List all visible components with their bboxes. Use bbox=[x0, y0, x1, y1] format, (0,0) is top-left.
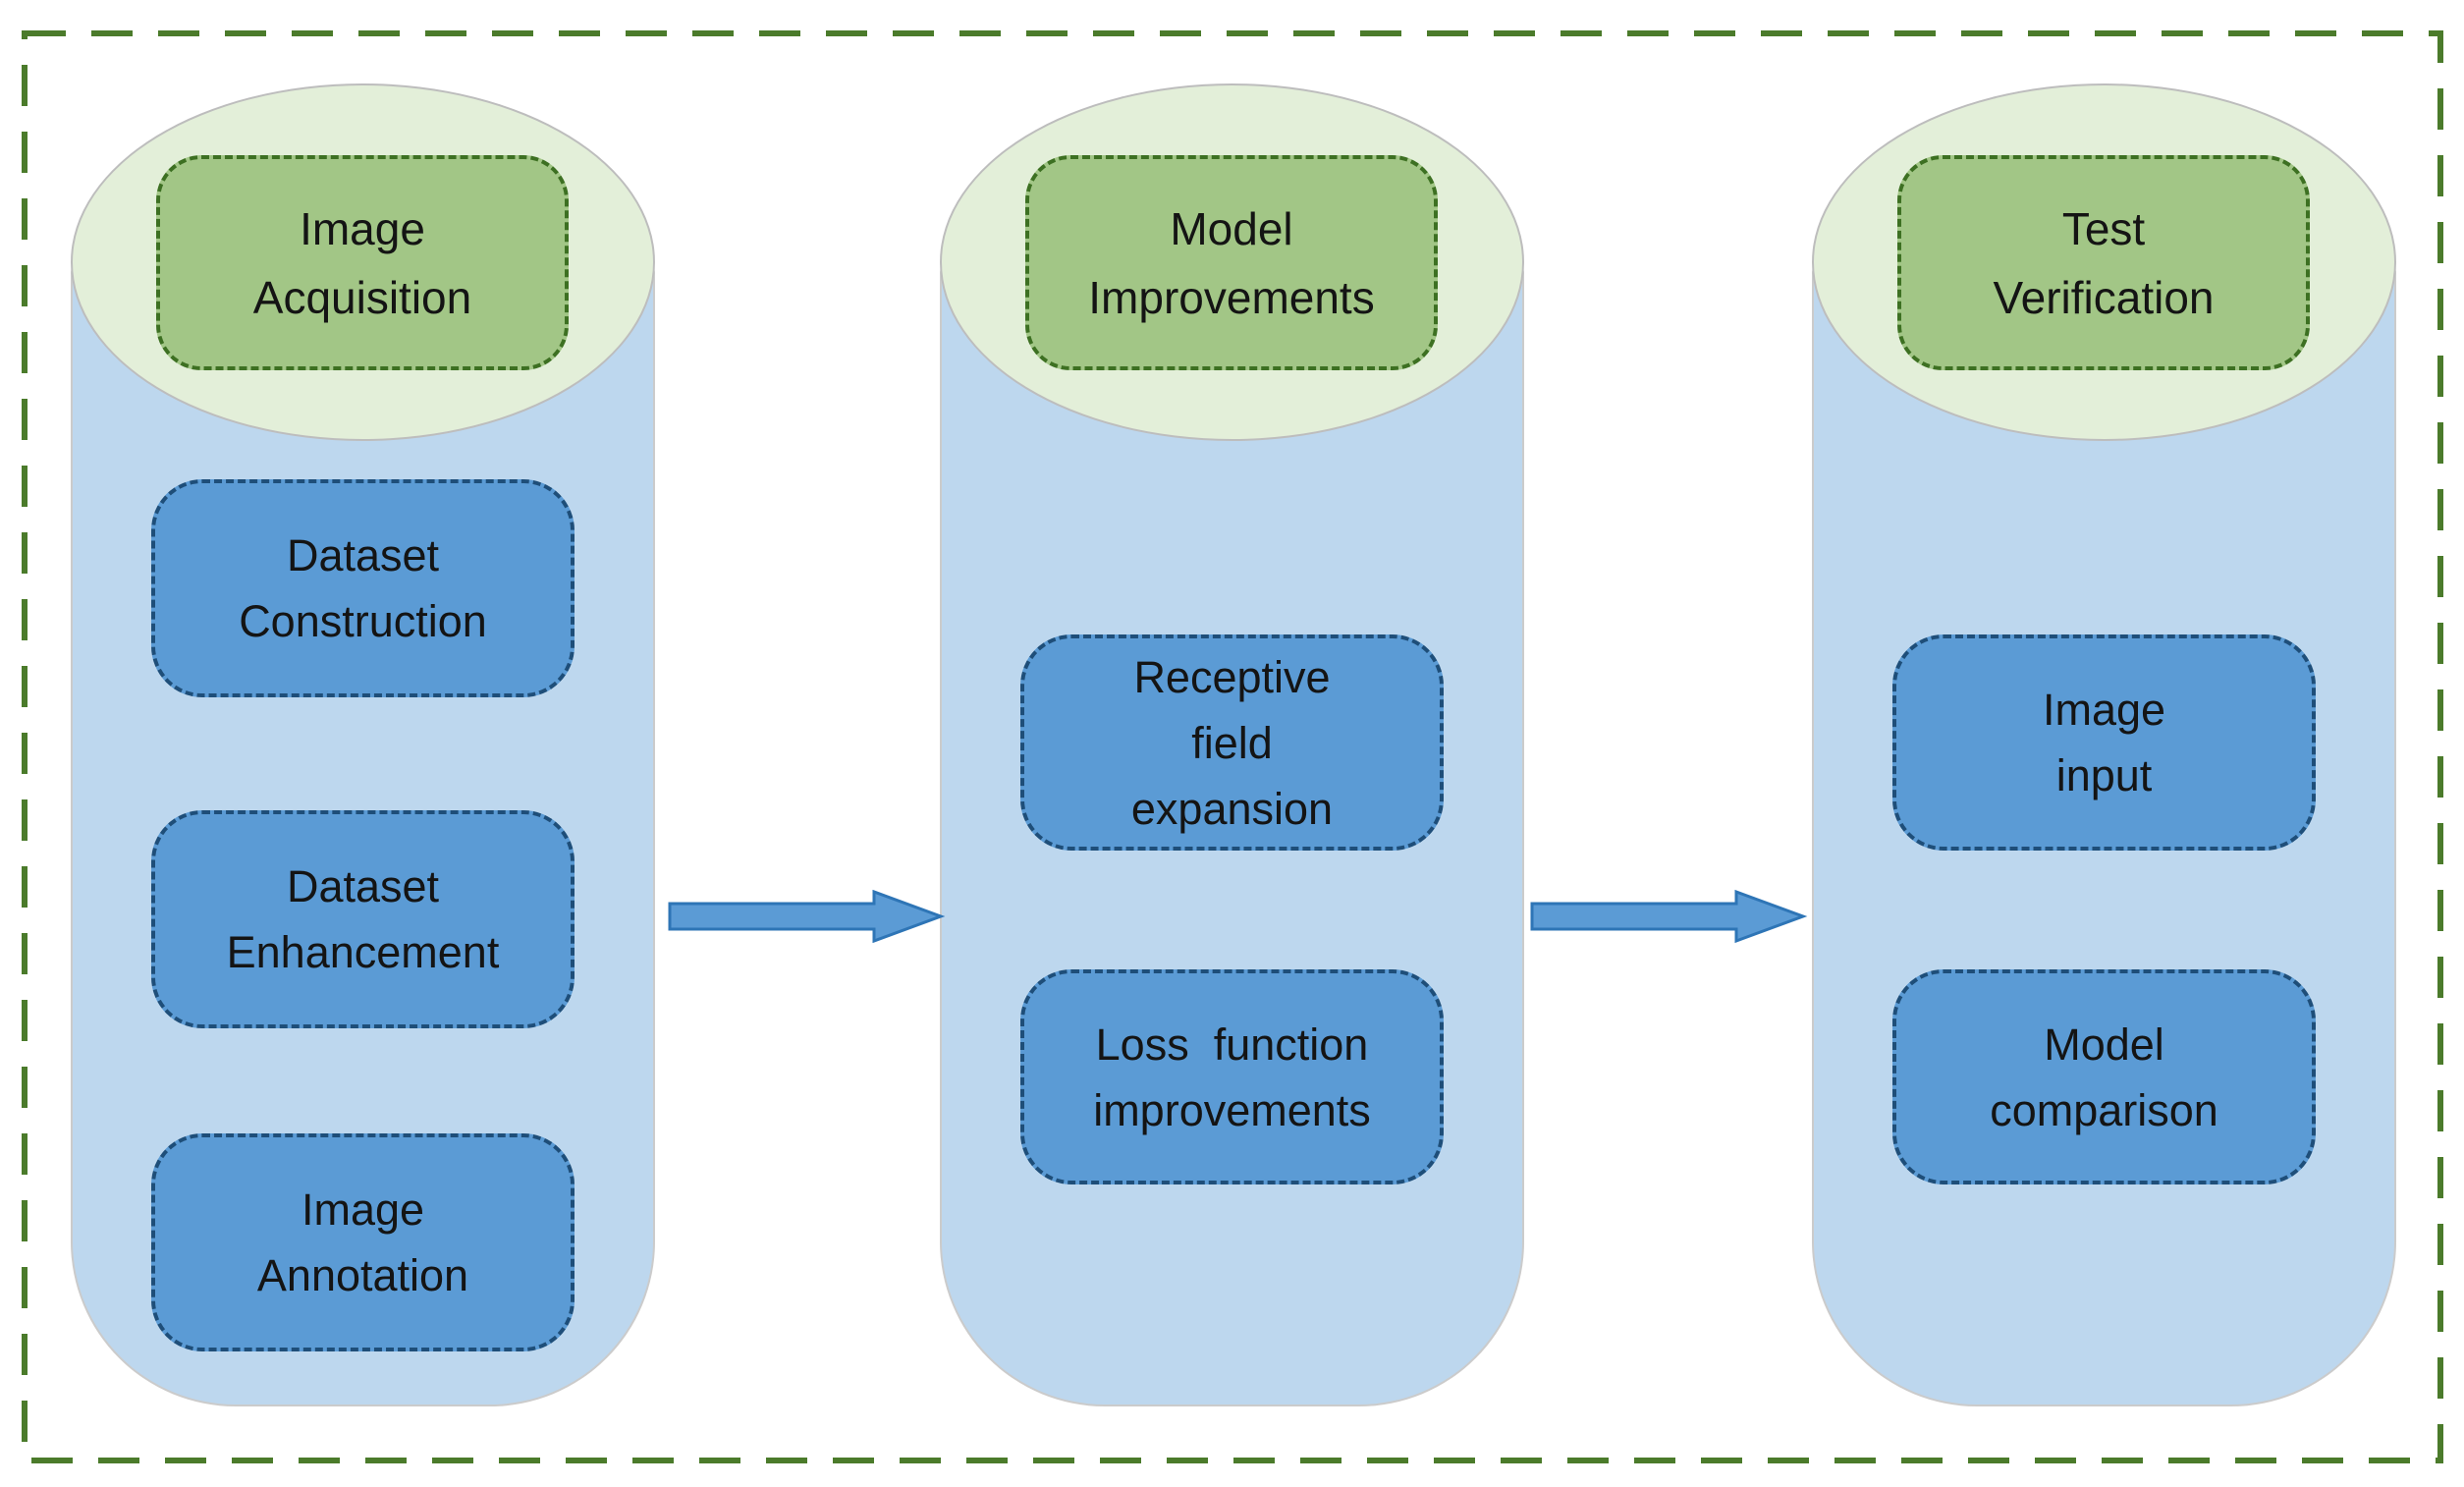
task-box-receptive-field-expansion: Receptive field expansion bbox=[1020, 634, 1444, 851]
task-label-line: Dataset bbox=[286, 530, 440, 580]
task-box-dataset-construction: Dataset Construction bbox=[151, 479, 575, 697]
task-label-line: Image bbox=[301, 1184, 425, 1235]
task-label-line: Enhancement bbox=[226, 927, 500, 977]
stage-column-test-verification: Test Verification Image input Model comp… bbox=[1812, 83, 2396, 1409]
task-label-line: Annotation bbox=[256, 1250, 469, 1300]
header-label-line: Model bbox=[1170, 202, 1293, 254]
stage-header-image-acquisition: Image Acquisition bbox=[156, 155, 569, 370]
flow-arrow-2 bbox=[1530, 889, 1808, 944]
header-label-line: Image bbox=[300, 202, 425, 254]
stage-column-model-improvements: Model Improvements Receptive field expan… bbox=[940, 83, 1524, 1409]
task-label-line: improvements bbox=[1093, 1084, 1371, 1135]
task-label-line: Loss function bbox=[1095, 1019, 1369, 1070]
task-box-image-annotation: Image Annotation bbox=[151, 1133, 575, 1351]
task-box-loss-function-improvements: Loss function improvements bbox=[1020, 969, 1444, 1184]
task-label-line: comparison bbox=[1990, 1084, 2218, 1135]
task-label-line: field bbox=[1191, 717, 1273, 768]
task-label-line: Receptive bbox=[1133, 651, 1331, 702]
task-label-line: Image bbox=[2042, 685, 2166, 735]
task-label-line: input bbox=[2055, 750, 2153, 800]
task-box-model-comparison: Model comparison bbox=[1892, 969, 2316, 1184]
flow-arrow-1 bbox=[668, 889, 946, 944]
task-box-dataset-enhancement: Dataset Enhancement bbox=[151, 810, 575, 1028]
task-label-line: Dataset bbox=[286, 861, 440, 911]
task-box-image-input: Image input bbox=[1892, 634, 2316, 851]
header-label-line: Test bbox=[2061, 202, 2146, 254]
header-label-line: Improvements bbox=[1088, 271, 1375, 323]
task-label-line: expansion bbox=[1130, 783, 1334, 834]
stage-header-test-verification: Test Verification bbox=[1897, 155, 2310, 370]
task-label-line: Model bbox=[2044, 1019, 2164, 1070]
header-label-line: Verification bbox=[1993, 271, 2215, 323]
stage-column-image-acquisition: Image Acquisition Dataset Construction D… bbox=[71, 83, 655, 1409]
stage-header-model-improvements: Model Improvements bbox=[1025, 155, 1438, 370]
header-label-line: Acquisition bbox=[252, 271, 472, 323]
task-label-line: Construction bbox=[239, 596, 487, 646]
